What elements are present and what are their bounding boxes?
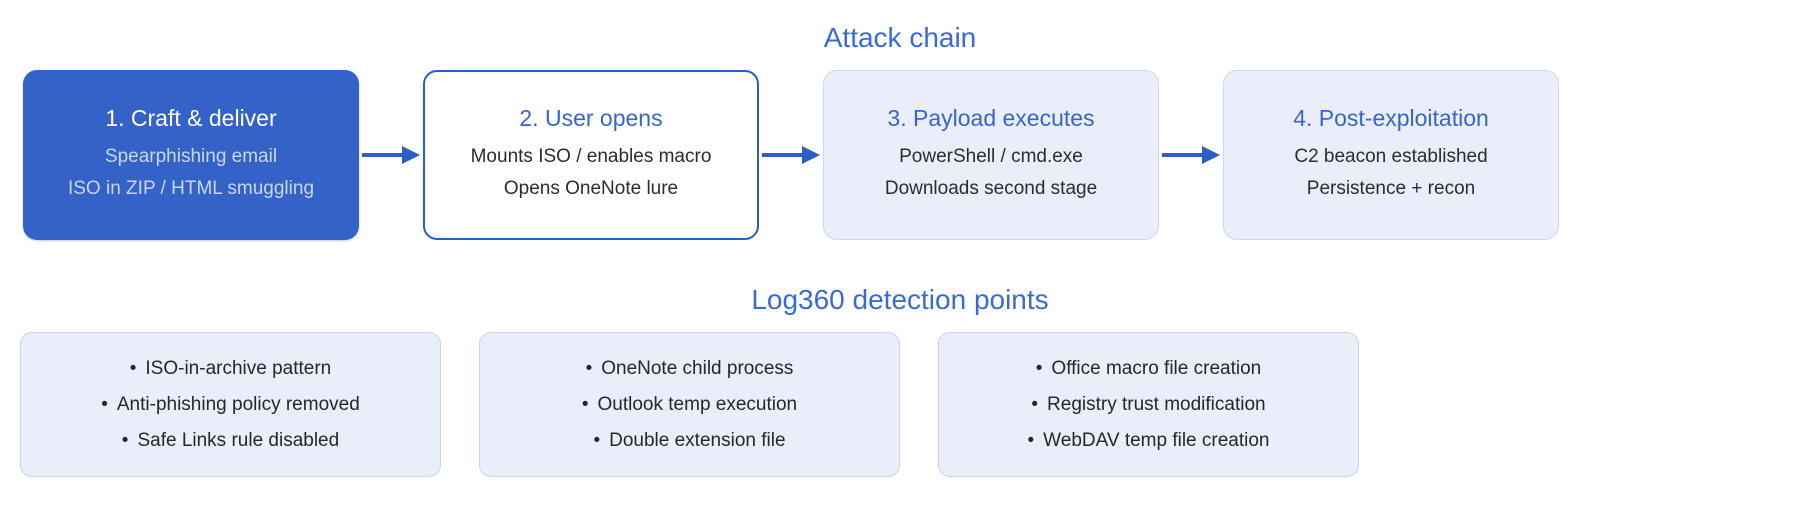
stage-line: Downloads second stage [884, 178, 1098, 199]
detection-points-row: • ISO-in-archive pattern • Anti-phishing p… [20, 332, 1359, 477]
detection-group-execution: •OneNote child process •Outlook temp exe… [479, 332, 900, 477]
stage-payload-executes: 3. Payload executes PowerShell / cmd.exe… [823, 70, 1159, 240]
stage-line: Mounts ISO / enables macro [470, 146, 712, 167]
stage-line: Persistence + recon [1306, 178, 1476, 199]
stage-post-exploitation: 4. Post-exploitation C2 beacon establish… [1223, 70, 1559, 240]
detection-item-label: Office macro file creation [1051, 357, 1262, 379]
detection-item: • Outlook temp execution [582, 387, 797, 423]
bullet-icon: • [101, 393, 108, 415]
bullet-icon: • [1031, 393, 1039, 415]
bullet-icon: • [1035, 357, 1043, 379]
stage-line: PowerShell / cmd.exe [899, 146, 1083, 167]
attack-chain-title: Attack chain [823, 22, 977, 53]
bullet-icon: • [593, 429, 601, 451]
detection-group-delivery: • ISO-in-archive pattern • Anti-phishing p… [20, 332, 441, 477]
detection-item: • WebDAV temp file creation [1028, 423, 1270, 459]
stage-line: Opens OneNote lure [503, 178, 679, 199]
arrow-right-icon [1159, 146, 1223, 164]
detection-item-label: Double extension file [609, 429, 786, 451]
detection-item-label: Registry trust modification [1047, 393, 1266, 415]
bullet-icon: • [1027, 429, 1035, 451]
detection-group-persistence: •Office macro file creation •Registry tr… [938, 332, 1359, 477]
bullet-icon: • [581, 393, 589, 415]
bullet-icon: • [121, 429, 129, 451]
detection-item: • Safe Links rule disabled [122, 423, 339, 459]
detection-item-label: Safe Links rule disabled [137, 429, 340, 451]
detection-item-label: OneNote child process [601, 357, 794, 379]
detection-item-label: Anti-phishing policy removed [116, 393, 360, 415]
stage-craft-deliver: 1. Craft & deliver Spearphishing email I… [23, 70, 359, 240]
detection-item: • ISO-in-archive pattern [130, 351, 332, 387]
detection-item-label: Outlook temp execution [597, 393, 798, 415]
arrow-right-icon [359, 146, 423, 164]
bullet-icon: • [129, 357, 137, 379]
detection-item: • Registry trust modification [1031, 387, 1265, 423]
stage-line: C2 beacon established [1294, 146, 1488, 167]
detection-item: • Double extension file [593, 423, 785, 459]
detection-item-label: ISO-in-archive pattern [145, 357, 332, 379]
detection-item: • OneNote child process [586, 351, 794, 387]
detection-item: • Anti-phishing policy removed [101, 387, 360, 423]
stage-title: 1. Craft & deliver [105, 105, 277, 131]
detection-item: • Office macro file creation [1036, 351, 1261, 387]
attack-chain-row: 1. Craft & deliver Spearphishing email I… [23, 70, 1559, 240]
arrow-right-icon [759, 146, 823, 164]
stage-title: 4. Post-exploitation [1293, 105, 1489, 131]
bullet-icon: • [585, 357, 593, 379]
detection-item-label: WebDAV temp file creation [1043, 429, 1270, 451]
stage-title: 2. User opens [519, 105, 663, 131]
stage-line: ISO in ZIP / HTML smuggling [67, 178, 315, 199]
stage-title: 3. Payload executes [887, 105, 1095, 131]
stage-line: Spearphishing email [104, 146, 278, 167]
stage-user-opens: 2. User opens Mounts ISO / enables macro… [423, 70, 759, 240]
detection-points-title: Log360 detection points [751, 284, 1049, 315]
